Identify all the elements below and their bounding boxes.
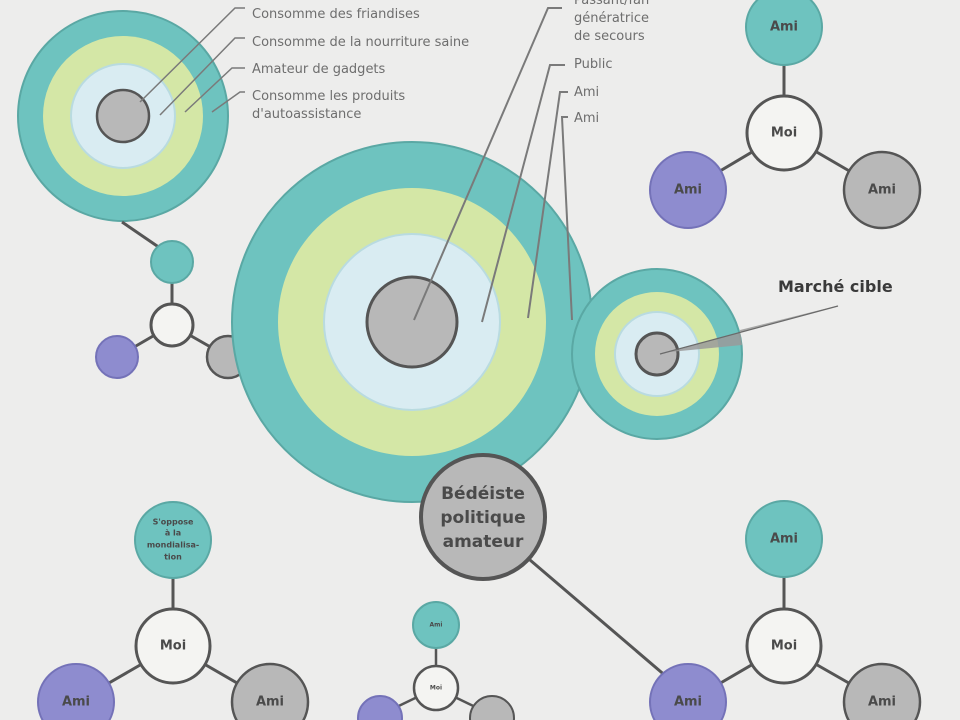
persona-label-3: amateur xyxy=(443,532,524,552)
bottom-right-friend-teal xyxy=(745,500,823,578)
bottom-left-friend-purple-label: Ami xyxy=(62,695,90,710)
label-amateur-gadgets: Amateur de gadgets xyxy=(252,62,386,77)
bottom-right-friend-gray-label: Ami xyxy=(868,695,896,710)
mid-left-me xyxy=(149,302,195,348)
bottom-left-interest-node xyxy=(134,501,212,579)
top-right-friend-teal-label: Ami xyxy=(770,20,798,35)
bottom-left-interest-label-2: à la xyxy=(165,529,181,538)
main-target-leader-lines xyxy=(413,7,573,323)
bottom-right-network: Ami Moi Ami Ami xyxy=(649,500,922,720)
top-left-target xyxy=(17,10,229,222)
main-target-labels: Passant/fan génératrice de secours Publi… xyxy=(574,0,649,126)
bottom-left-interest-label-3: mondialisa- xyxy=(147,541,199,550)
label-marche-cible: Marché cible xyxy=(778,277,893,296)
label-ami-1: Ami xyxy=(574,85,599,100)
bottom-left-interest-label-1: S'oppose xyxy=(153,518,194,527)
connector-line xyxy=(121,220,161,250)
label-generatrice: génératrice xyxy=(574,11,649,26)
bottom-middle-me xyxy=(412,664,460,712)
bottom-right-friend-purple xyxy=(649,663,727,720)
bottom-right-friend-gray xyxy=(842,662,922,720)
top-right-friend-purple xyxy=(649,151,727,229)
persona-label-2: politique xyxy=(440,508,525,528)
label-consomme-friandises: Consomme des friandises xyxy=(252,7,420,22)
label-passant: Passant/fan xyxy=(574,0,649,8)
bottom-left-friend-purple xyxy=(37,663,115,720)
bottom-left-me-label: Moi xyxy=(160,639,186,654)
bottom-left-friend-gray xyxy=(230,662,310,720)
top-right-friend-teal xyxy=(745,0,823,66)
mid-left-friend-teal xyxy=(150,240,194,284)
top-right-me xyxy=(745,94,823,172)
top-right-friend-gray-label: Ami xyxy=(868,183,896,198)
persona-connector xyxy=(529,558,689,697)
bottom-left-me xyxy=(134,607,212,685)
main-target xyxy=(231,141,593,503)
top-right-network: Ami Moi Ami Ami xyxy=(649,0,922,230)
label-produits-autoassistance-2: d'autoassistance xyxy=(252,107,361,122)
bottom-right-me-label: Moi xyxy=(771,639,797,654)
top-right-friend-purple-label: Ami xyxy=(674,183,702,198)
persona-label-1: Bédéiste xyxy=(441,484,525,504)
mid-left-network xyxy=(95,240,251,380)
bottom-middle-friend-gray xyxy=(469,695,515,720)
market-pointer-line xyxy=(659,305,839,355)
mid-left-friend-purple xyxy=(95,335,139,379)
bottom-middle-friend-teal xyxy=(412,601,460,649)
bottom-right-me xyxy=(745,607,823,685)
label-public: Public xyxy=(574,57,612,72)
top-right-me-label: Moi xyxy=(771,126,797,141)
label-de-secours: de secours xyxy=(574,29,645,44)
bottom-right-friend-purple-label: Ami xyxy=(674,695,702,710)
label-nourriture-saine: Consomme de la nourriture saine xyxy=(252,35,469,50)
top-left-leader-lines xyxy=(139,7,245,116)
label-ami-2: Ami xyxy=(574,111,599,126)
bottom-middle-network: Ami Moi xyxy=(357,601,515,720)
bottom-right-friend-teal-label: Ami xyxy=(770,532,798,547)
market-target xyxy=(571,268,743,440)
bottom-middle-me-label: Moi xyxy=(430,685,442,692)
top-right-friend-gray xyxy=(842,150,922,230)
top-left-labels: Consomme des friandises Consomme de la n… xyxy=(252,7,469,122)
bottom-middle-friend-teal-label: Ami xyxy=(430,622,443,629)
label-produits-autoassistance-1: Consomme les produits xyxy=(252,89,405,104)
bottom-middle-friend-purple xyxy=(357,695,403,720)
bottom-left-interest-label-4: tion xyxy=(164,553,182,562)
bottom-left-network: S'oppose à la mondialisa- tion Moi Ami A… xyxy=(37,501,310,720)
persona-node: Bédéiste politique amateur xyxy=(419,453,547,581)
bottom-left-friend-gray-label: Ami xyxy=(256,695,284,710)
